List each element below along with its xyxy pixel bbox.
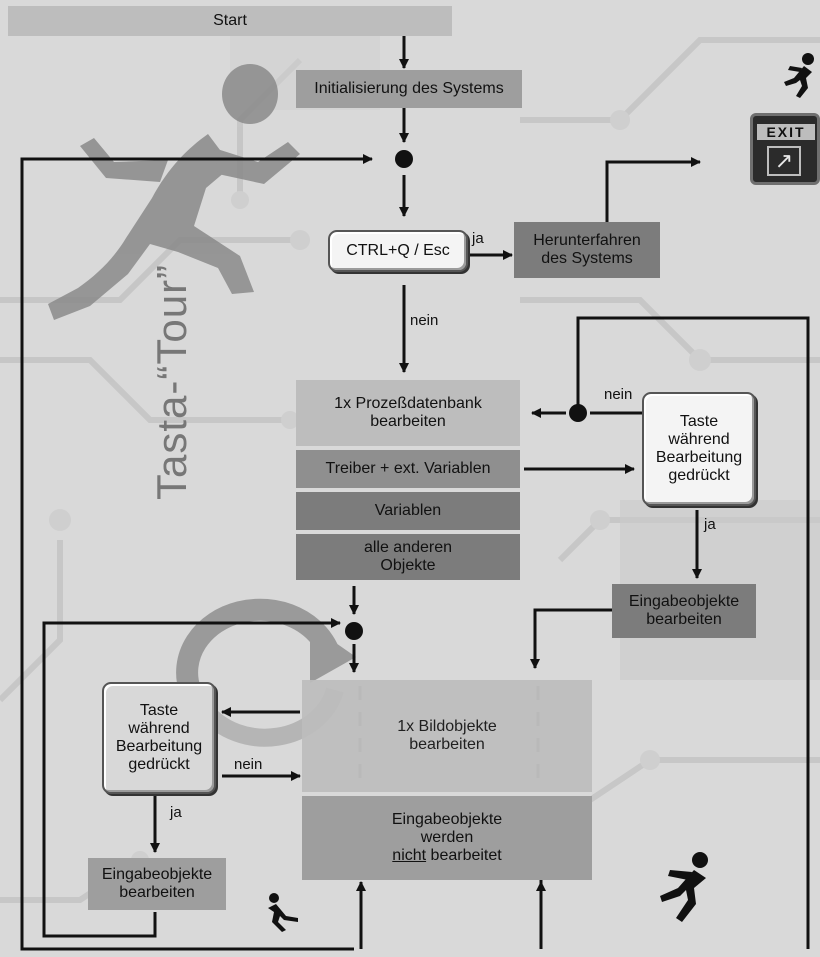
start-node: Start bbox=[8, 6, 452, 36]
key-right-line-3: Bearbeitung bbox=[655, 449, 743, 466]
runner-icon bbox=[784, 53, 814, 98]
not-edited-underlined: nicht bbox=[392, 847, 427, 864]
ctrl-q-esc-decision: CTRL+Q / Esc bbox=[328, 230, 468, 272]
edge-label-nein-key-right: nein bbox=[604, 386, 633, 403]
runner-silhouette-icon bbox=[48, 64, 300, 320]
edit-input-objects-node-left: Eingabeobjekte bearbeiten bbox=[88, 858, 226, 910]
picture-objects-node: 1x Bildobjekte bearbeiten bbox=[302, 680, 592, 792]
key-right-line-1: Taste bbox=[679, 413, 719, 430]
variables-label: Variablen bbox=[374, 502, 442, 519]
picture-line-2: bearbeiten bbox=[409, 736, 485, 753]
start-label: Start bbox=[213, 12, 247, 29]
runner-icon-small bbox=[268, 893, 298, 932]
drivers-label: Treiber + ext. Variablen bbox=[325, 460, 491, 477]
edge-label-ja-ctrl: ja bbox=[472, 230, 484, 247]
shutdown-line-1: Herunterfahren bbox=[533, 232, 641, 249]
process-db-line-1: 1x Prozeßdatenbank bbox=[334, 395, 482, 412]
key-left-line-4: gedrückt bbox=[128, 756, 190, 773]
variables-node: Variablen bbox=[296, 492, 520, 530]
other-objects-node: alle anderen Objekte bbox=[296, 534, 520, 580]
edge-label-nein-key-left: nein bbox=[234, 756, 263, 773]
key-pressed-decision-right: Taste während Bearbeitung gedrückt bbox=[642, 392, 756, 506]
init-node: Initialisierung des Systems bbox=[296, 70, 522, 108]
input-right-line-1: Eingabeobjekte bbox=[628, 593, 740, 610]
runner-icon-large bbox=[660, 852, 708, 922]
input-not-edited-node: Eingabeobjekte werden nicht bearbeitet bbox=[302, 796, 592, 880]
input-left-line-1: Eingabeobjekte bbox=[101, 866, 213, 883]
others-line-1: alle anderen bbox=[363, 539, 453, 556]
edge-label-ja-key-right: ja bbox=[704, 516, 716, 533]
key-right-line-2: während bbox=[668, 431, 730, 448]
others-line-2: Objekte bbox=[380, 557, 436, 574]
not-edited-suffix: bearbeitet bbox=[426, 847, 502, 864]
key-pressed-decision-left: Taste während Bearbeitung gedrückt bbox=[102, 682, 216, 794]
key-left-line-1: Taste bbox=[139, 702, 179, 719]
process-database-node: 1x Prozeßdatenbank bearbeiten bbox=[296, 380, 520, 446]
diagram-title: Tasta-“Tour” bbox=[148, 263, 195, 500]
ctrl-label: CTRL+Q / Esc bbox=[346, 242, 450, 259]
process-db-line-2: bearbeiten bbox=[370, 413, 446, 430]
edge-label-nein-ctrl: nein bbox=[410, 312, 439, 329]
exit-arrow-icon: ↗ bbox=[767, 146, 801, 176]
drivers-node: Treiber + ext. Variablen bbox=[296, 450, 520, 488]
init-label: Initialisierung des Systems bbox=[314, 80, 504, 97]
picture-line-1: 1x Bildobjekte bbox=[397, 718, 497, 735]
key-right-line-4: gedrückt bbox=[668, 467, 730, 484]
edit-input-objects-node-right: Eingabeobjekte bearbeiten bbox=[612, 584, 756, 638]
not-edited-line-3: nicht bearbeitet bbox=[392, 847, 501, 865]
edge-label-ja-key-left: ja bbox=[170, 804, 182, 821]
key-left-line-3: Bearbeitung bbox=[115, 738, 203, 755]
exit-sign-icon: EXIT ↗ bbox=[750, 113, 820, 185]
not-edited-line-2: werden bbox=[420, 829, 474, 846]
shutdown-node: Herunterfahren des Systems bbox=[514, 222, 660, 278]
not-edited-line-1: Eingabeobjekte bbox=[391, 811, 503, 828]
shutdown-line-2: des Systems bbox=[541, 250, 633, 267]
key-left-line-2: während bbox=[128, 720, 190, 737]
input-right-line-2: bearbeiten bbox=[646, 611, 722, 628]
input-left-line-2: bearbeiten bbox=[119, 884, 195, 901]
exit-label: EXIT bbox=[757, 124, 815, 140]
